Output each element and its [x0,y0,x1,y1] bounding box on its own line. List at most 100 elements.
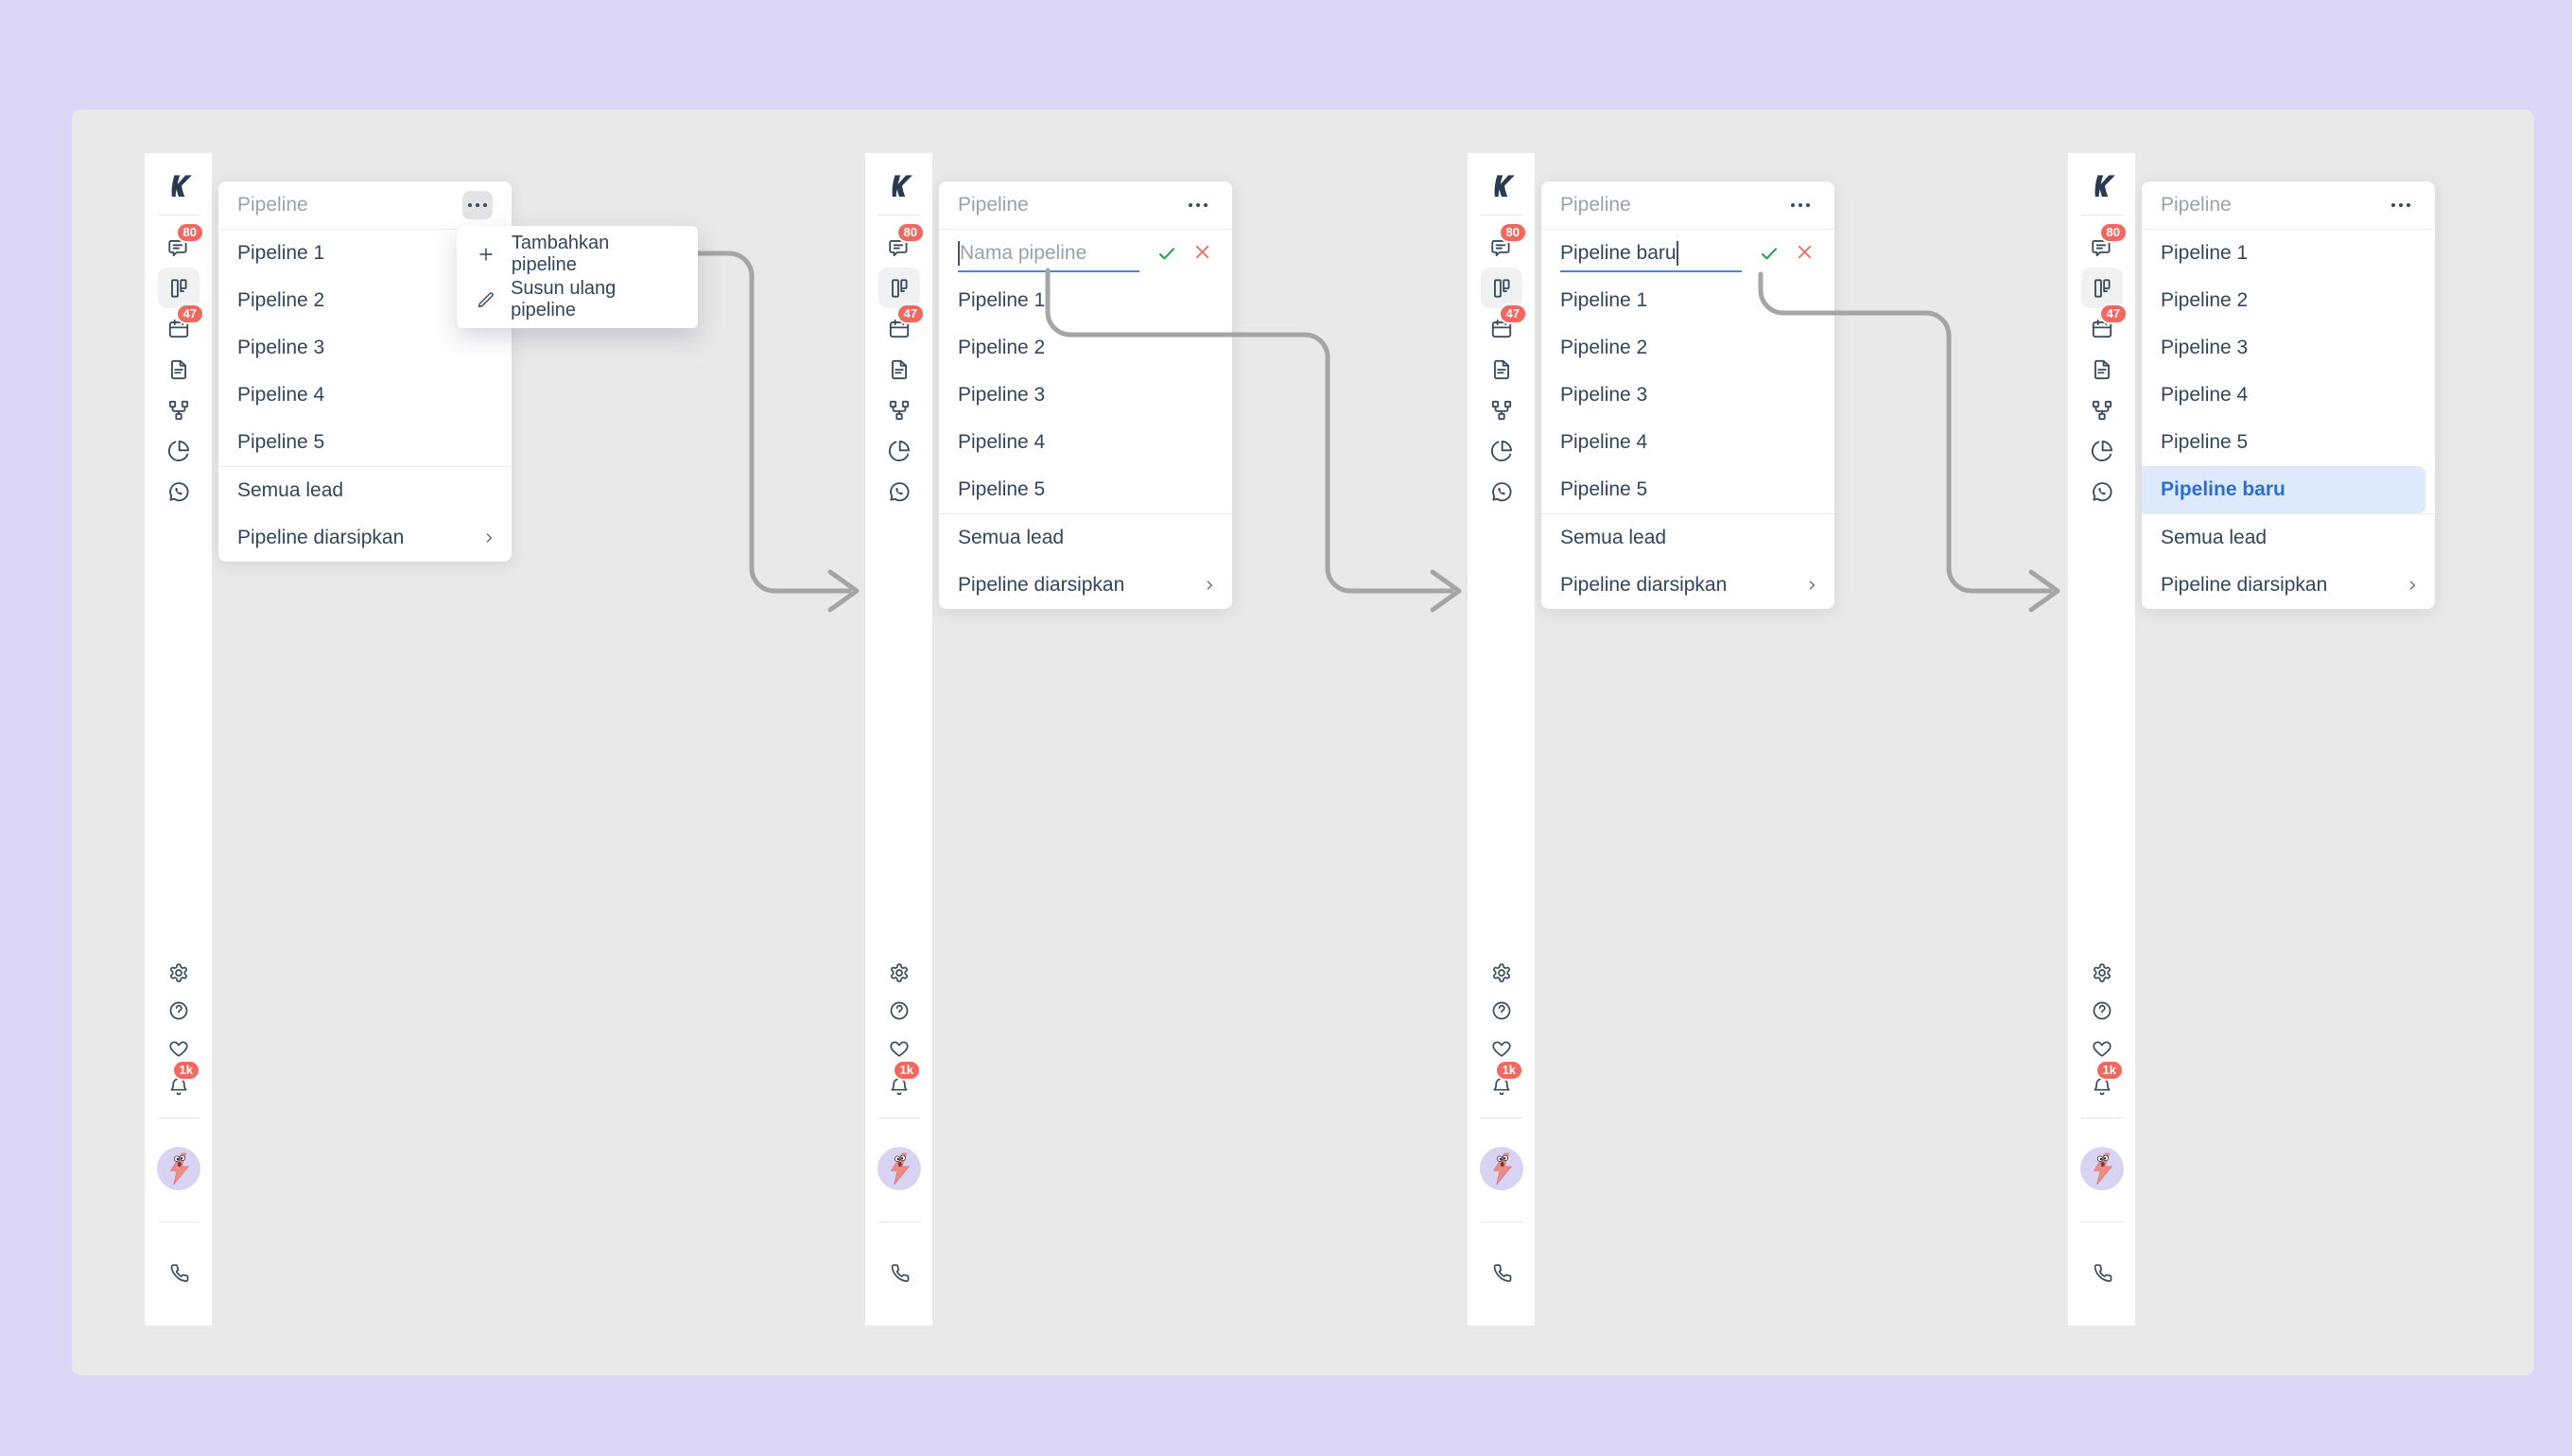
pipeline-item[interactable]: Pipeline 1 [2161,242,2249,264]
nav-whatsapp-icon[interactable] [1481,471,1522,511]
pipeline-item[interactable]: Pipeline 3 [958,384,1046,406]
pipeline-item[interactable]: Pipeline 5 [958,478,1046,500]
help-icon[interactable] [878,992,920,1030]
help-icon[interactable] [158,992,200,1030]
phone-icon[interactable] [158,1254,200,1291]
cancel-button[interactable] [1793,242,1816,265]
profile-avatar[interactable] [2080,1147,2124,1190]
chevron-right-icon [481,530,496,546]
archived-pipelines-item[interactable]: Pipeline diarsipkan [939,562,1232,609]
pipeline-item[interactable]: Pipeline 2 [237,289,325,311]
pipeline-item[interactable]: Pipeline 3 [1560,384,1648,406]
settings-icon[interactable] [158,954,200,992]
phone-icon[interactable] [1481,1254,1522,1291]
kommo-logo-icon[interactable] [1485,168,1519,202]
nav-leads-pipeline-icon[interactable] [878,268,920,308]
nav-calendar-icon[interactable]: 47 [158,303,204,349]
tutorial-canvas: 80 47 1k Pipeline P [72,110,2534,1376]
archived-pipelines-item[interactable]: Pipeline diarsipkan [2142,562,2435,609]
pipeline-item[interactable]: Pipeline 3 [2161,337,2249,358]
pipeline-item[interactable]: Pipeline 5 [2161,431,2249,453]
all-leads-item[interactable]: Semua lead [1560,527,1667,548]
kommo-logo-icon[interactable] [162,168,196,202]
help-icon[interactable] [1481,992,1522,1030]
nav-stats-icon[interactable] [878,430,920,471]
pipeline-item[interactable]: Pipeline 4 [237,384,325,406]
nav-documents-icon[interactable] [2081,349,2123,390]
divider [1541,513,1834,514]
cancel-button[interactable] [1190,242,1213,265]
notifications-icon[interactable]: 1k [158,1060,200,1105]
nav-stats-icon[interactable] [1481,430,1522,471]
pipeline-item[interactable]: Pipeline 4 [1560,431,1648,453]
nav-calendar-icon[interactable]: 47 [2081,303,2128,349]
pipeline-menu-dots-button[interactable] [1785,191,1816,219]
phone-icon[interactable] [2081,1254,2123,1291]
confirm-button[interactable] [1156,242,1178,265]
notifications-icon[interactable]: 1k [1481,1060,1523,1105]
nav-documents-icon[interactable] [158,349,200,390]
nav-whatsapp-icon[interactable] [158,471,200,511]
pipeline-item[interactable]: Pipeline 3 [237,337,325,358]
kommo-logo-icon[interactable] [2085,168,2119,202]
pipeline-menu-dots-button[interactable] [1183,191,1213,219]
pipeline-item-selected[interactable]: Pipeline baru [2142,466,2425,513]
nav-chats-icon[interactable]: 80 [1481,222,1527,268]
profile-avatar[interactable] [157,1147,200,1190]
pipeline-item[interactable]: Pipeline 1 [237,242,325,264]
reorder-pipeline-menu-item[interactable]: Susun ulang pipeline [457,277,698,322]
pipeline-item[interactable]: Pipeline 2 [2161,289,2249,311]
nav-whatsapp-icon[interactable] [2081,471,2123,511]
help-icon[interactable] [2081,992,2123,1030]
pipeline-item[interactable]: Pipeline 2 [1560,337,1648,358]
new-pipeline-name-input[interactable]: Nama pipeline [939,230,1232,277]
nav-automation-icon[interactable] [158,390,200,430]
nav-automation-icon[interactable] [878,390,920,430]
nav-leads-pipeline-icon[interactable] [2080,268,2123,308]
all-leads-item[interactable]: Semua lead [958,527,1065,548]
nav-calendar-icon[interactable]: 47 [1481,303,1527,349]
nav-whatsapp-icon[interactable] [878,471,920,511]
nav-automation-icon[interactable] [1481,390,1522,430]
pipeline-item[interactable]: Pipeline 1 [958,289,1046,311]
pipeline-item[interactable]: Pipeline 2 [958,337,1046,358]
settings-icon[interactable] [1481,954,1522,992]
nav-chats-icon[interactable]: 80 [2081,222,2128,268]
pipeline-dropdown: Pipeline Pipeline baru Pipeline 1 Pipeli… [1541,182,1834,609]
nav-documents-icon[interactable] [1481,349,1522,390]
pipeline-item[interactable]: Pipeline 4 [2161,384,2249,406]
pipeline-menu-dots-button[interactable] [2386,191,2416,219]
notifications-icon[interactable]: 1k [2081,1060,2124,1105]
calendar-badge: 47 [175,303,204,324]
nav-leads-pipeline-icon[interactable] [157,268,200,308]
confirm-button[interactable] [1758,242,1781,265]
pipeline-menu-dots-button[interactable] [462,191,493,219]
settings-icon[interactable] [2081,954,2123,992]
kommo-logo-icon[interactable] [882,168,916,202]
nav-stats-icon[interactable] [158,430,200,471]
all-leads-item[interactable]: Semua lead [2161,527,2268,548]
nav-stats-icon[interactable] [2081,430,2123,471]
pipeline-item[interactable]: Pipeline 5 [1560,478,1648,500]
nav-chats-icon[interactable]: 80 [878,222,925,268]
pipeline-item[interactable]: Pipeline 4 [958,431,1046,453]
notifications-icon[interactable]: 1k [878,1060,921,1105]
profile-avatar[interactable] [878,1147,921,1190]
nav-chats-icon[interactable]: 80 [158,222,204,268]
archived-pipelines-item[interactable]: Pipeline diarsipkan [218,514,512,562]
nav-documents-icon[interactable] [878,349,920,390]
pipeline-item[interactable]: Pipeline 1 [1560,289,1648,311]
nav-leads-pipeline-icon[interactable] [1480,268,1522,308]
chevron-right-icon [1804,578,1819,593]
phone-icon[interactable] [878,1254,920,1291]
pipeline-item[interactable]: Pipeline 5 [237,431,325,453]
archived-pipelines-item[interactable]: Pipeline diarsipkan [1541,562,1834,609]
input-underline [1560,270,1742,272]
settings-icon[interactable] [878,954,920,992]
profile-avatar[interactable] [1480,1147,1523,1190]
nav-calendar-icon[interactable]: 47 [878,303,925,349]
add-pipeline-menu-item[interactable]: Tambahkan pipeline [457,232,698,277]
new-pipeline-name-input[interactable]: Pipeline baru [1541,230,1834,277]
nav-automation-icon[interactable] [2081,390,2123,430]
all-leads-item[interactable]: Semua lead [237,479,344,501]
